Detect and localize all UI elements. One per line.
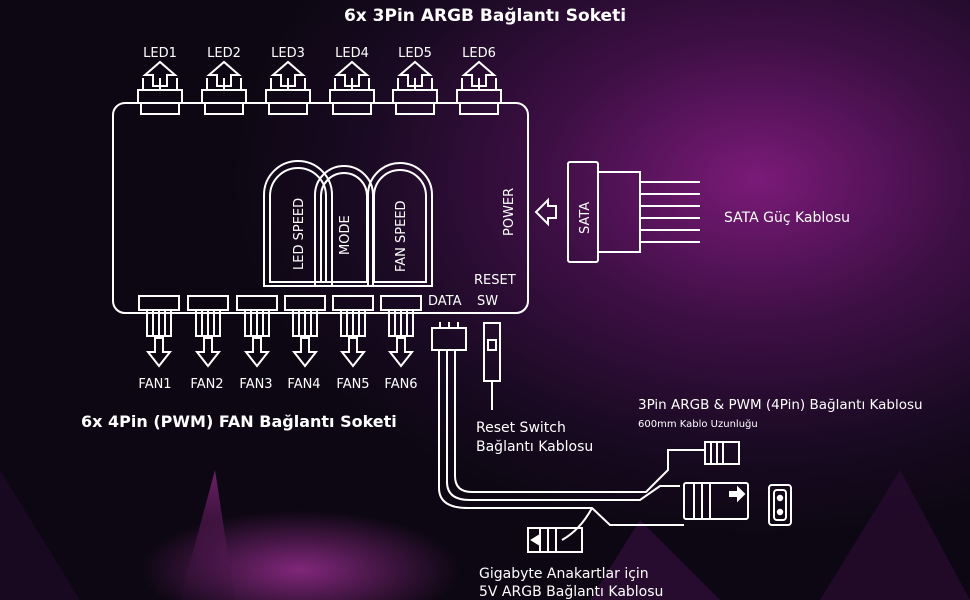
fan-title: 6x 4Pin (PWM) FAN Bağlantı Soketi	[81, 412, 397, 431]
led-connectors	[137, 78, 502, 115]
argb-pwm-cable-label: 3Pin ARGB & PWM (4Pin) Bağlantı Kablosu	[638, 397, 923, 413]
fan-speed-button-outline	[367, 162, 433, 287]
top-title: 6x 3Pin ARGB Bağlantı Soketi	[344, 6, 626, 26]
up-arrow-icon	[334, 60, 370, 87]
led-speed-label: LED SPEED	[292, 198, 307, 270]
led-label-1: LED1	[143, 46, 177, 61]
led-label-6: LED6	[462, 46, 496, 61]
data-cable	[431, 322, 792, 553]
sata-connector	[567, 161, 700, 263]
led-label-2: LED2	[207, 46, 241, 61]
led-connector-6	[456, 78, 502, 115]
reset-label-line1: RESET	[474, 273, 516, 288]
fan-connector-6	[380, 295, 422, 337]
fan-connector-2	[187, 295, 229, 337]
sata-cable-label: SATA Güç Kablosu	[724, 210, 850, 226]
reset-label-line2: SW	[477, 294, 498, 309]
led-connector-1	[137, 78, 183, 115]
led-label-4: LED4	[335, 46, 369, 61]
mode-button-outline	[314, 165, 374, 287]
cable-length-label: 600mm Kablo Uzunluğu	[638, 418, 758, 430]
fan-label-1: FAN1	[138, 377, 171, 392]
control-buttons	[263, 160, 433, 287]
down-arrow-icon	[145, 337, 173, 368]
led-connector-3	[265, 78, 311, 115]
mode-label: MODE	[338, 215, 353, 255]
fan-connector-1	[138, 295, 180, 337]
fan-connector-4	[284, 295, 326, 337]
fan-speed-label: FAN SPEED	[394, 200, 409, 272]
up-arrow-icon	[397, 60, 433, 87]
reset-cable-line2: Bağlantı Kablosu	[476, 439, 593, 455]
up-arrow-icon	[142, 60, 178, 87]
fan-label-5: FAN5	[336, 377, 369, 392]
led-label-5: LED5	[398, 46, 432, 61]
down-arrow-icon	[291, 337, 319, 368]
down-arrow-icon	[194, 337, 222, 368]
fan-label-4: FAN4	[287, 377, 320, 392]
fan-label-2: FAN2	[190, 377, 223, 392]
gigabyte-line1: Gigabyte Anakartlar için	[479, 566, 649, 582]
led-speed-button-outline	[263, 160, 333, 287]
led-connector-2	[201, 78, 247, 115]
up-arrow-icon	[270, 60, 306, 87]
led-arrows	[142, 60, 497, 87]
fan-label-3: FAN3	[239, 377, 272, 392]
led-connector-5	[392, 78, 438, 115]
down-arrow-icon	[243, 337, 271, 368]
power-label: POWER	[502, 188, 517, 236]
sata-label: SATA	[578, 202, 593, 234]
down-arrow-icon	[339, 337, 367, 368]
fan-connector-3	[236, 295, 278, 337]
fan-arrows	[145, 337, 415, 368]
up-arrow-icon	[206, 60, 242, 87]
down-arrow-icon	[387, 337, 415, 368]
fan-label-6: FAN6	[384, 377, 417, 392]
hub-body	[112, 102, 529, 314]
left-arrow-icon	[534, 197, 557, 227]
fan-connectors	[138, 295, 422, 337]
reset-cable	[483, 322, 501, 410]
led-connector-4	[329, 78, 375, 115]
gigabyte-line2: 5V ARGB Bağlantı Kablosu	[479, 584, 663, 600]
led-label-3: LED3	[271, 46, 305, 61]
reset-cable-line1: Reset Switch	[476, 420, 566, 436]
data-label: DATA	[428, 294, 462, 309]
up-arrow-icon	[461, 60, 497, 87]
fan-connector-5	[332, 295, 374, 337]
